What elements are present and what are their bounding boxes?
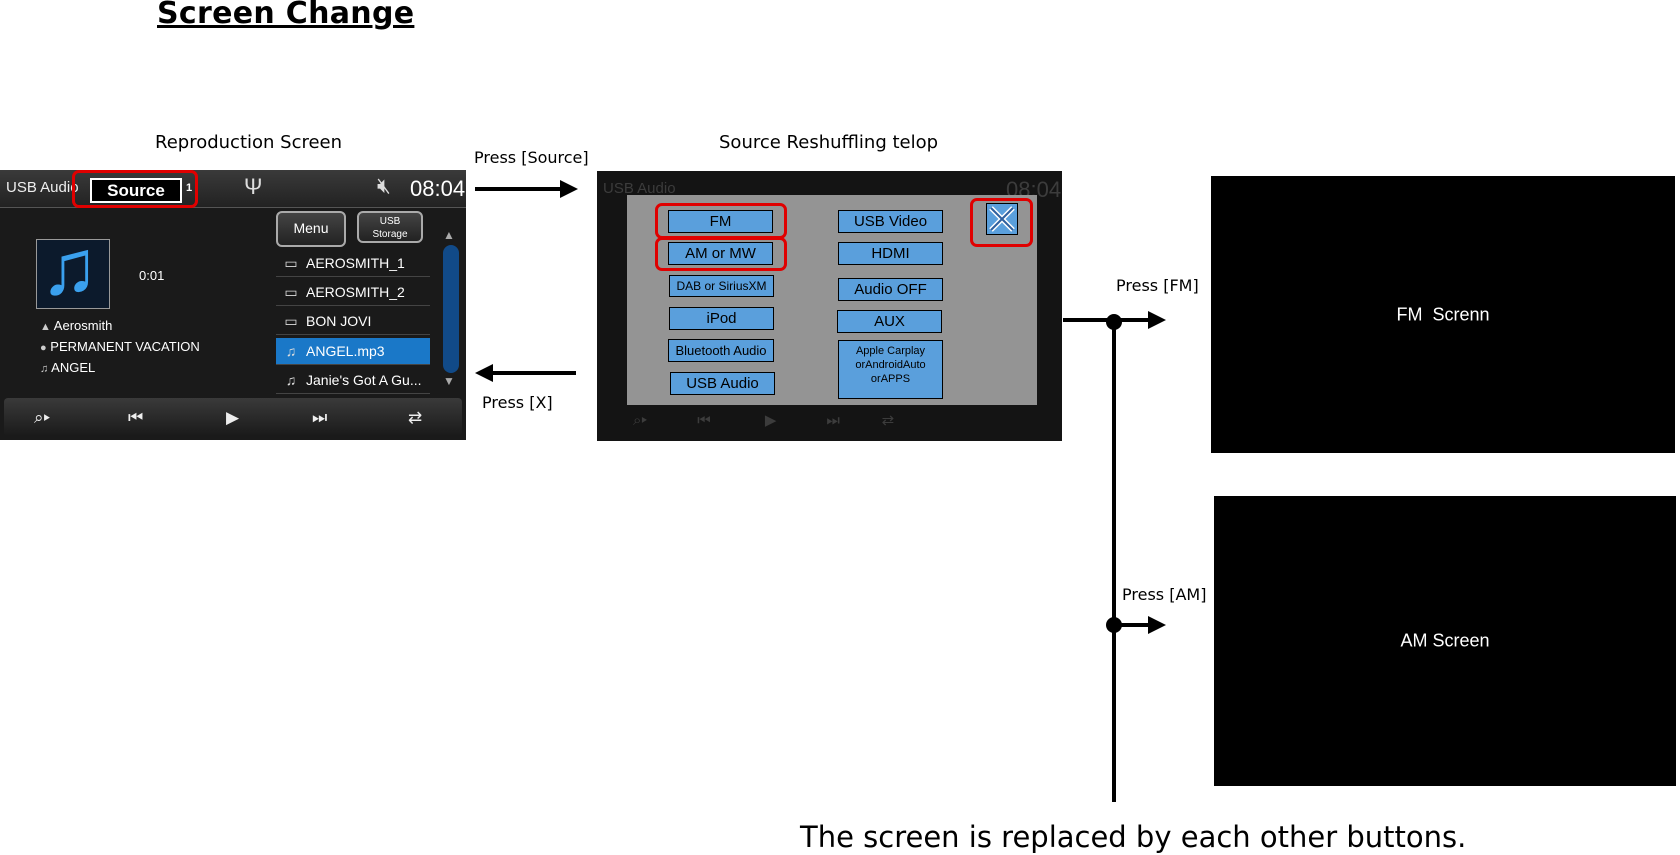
- control-bar: [4, 398, 462, 436]
- fm-screen-label: FM Screnn: [1396, 304, 1490, 324]
- apple-carplay-button[interactable]: Apple Carplay orAndroidAuto orAPPS: [838, 340, 943, 399]
- repeat-icon[interactable]: ⇄: [408, 408, 423, 427]
- ghost-controls: ⌕▸ ⏮︎ ▶ ⏭︎ ⇄: [633, 412, 895, 429]
- audio-off-button[interactable]: Audio OFF: [838, 278, 943, 301]
- play-icon[interactable]: ▶: [226, 408, 240, 427]
- disc-icon: ●: [40, 342, 47, 354]
- bluetooth-audio-button[interactable]: Bluetooth Audio: [668, 339, 774, 362]
- folder-icon: ▭: [284, 313, 298, 329]
- fm-button[interactable]: FM: [668, 210, 773, 233]
- list-item-label: AEROSMITH_2: [306, 284, 405, 300]
- apple-line3: orAPPS: [870, 373, 911, 385]
- artist-row: ▲ Aerosmith: [40, 318, 112, 333]
- list-item[interactable]: ▭ AEROSMITH_1: [276, 250, 430, 277]
- clock: 08:04: [410, 176, 466, 201]
- dab-siriusxm-button[interactable]: DAB or SiriusXM: [669, 275, 774, 297]
- next-track-icon[interactable]: ⏭︎: [312, 408, 328, 427]
- list-item[interactable]: ♫ Janie's Got A Gu...: [276, 367, 430, 394]
- music-note-icon: ♫: [285, 372, 297, 388]
- source-number: 1: [186, 182, 193, 194]
- scroll-up-icon[interactable]: ▲: [443, 228, 455, 242]
- music-note-small-icon: ♫: [40, 363, 49, 375]
- usb-storage-line1: USB: [379, 216, 401, 227]
- music-note-icon: ♫: [285, 343, 297, 359]
- mute-icon: 🔇︎: [377, 173, 391, 198]
- label-press-am: Press [AM]: [1122, 585, 1207, 604]
- source-button[interactable]: Source: [90, 178, 182, 203]
- arrow-head-right: [560, 180, 578, 198]
- am-screen-label: AM Screen: [1400, 630, 1490, 651]
- am-highlight: [655, 237, 787, 271]
- list-item[interactable]: ▭ AEROSMITH_2: [276, 279, 430, 306]
- list-item-label: BON JOVI: [306, 313, 372, 329]
- track-row: ♫ ANGEL: [40, 360, 95, 375]
- arrow-head-am: [1148, 616, 1166, 634]
- apple-line2: orAndroidAuto: [855, 359, 926, 371]
- apple-line1: Apple Carplay: [855, 345, 926, 357]
- folder-icon: ▭: [284, 255, 298, 271]
- album-row: ● PERMANENT VACATION: [40, 339, 200, 354]
- usb-icon: Ψ: [244, 174, 263, 199]
- aux-button[interactable]: AUX: [837, 310, 942, 333]
- ipod-button[interactable]: iPod: [669, 307, 774, 330]
- fm-highlight: [655, 203, 787, 239]
- close-button[interactable]: [986, 203, 1018, 235]
- usb-video-button[interactable]: USB Video: [838, 210, 943, 233]
- caption-reproduction: Reproduction Screen: [155, 132, 343, 153]
- label-press-source: Press [Source]: [474, 148, 589, 167]
- person-icon: ▲: [40, 321, 51, 333]
- music-note-icon: ♫: [40, 223, 99, 311]
- arrow-head-fm: [1148, 311, 1166, 329]
- reproduction-screen: USB Audio Source 1 Ψ 🔇︎ 08:04 ♫ 0:01 ▲ A…: [0, 170, 466, 440]
- ghost-usb-label: USB Audio: [603, 180, 676, 197]
- hdmi-button[interactable]: HDMI: [838, 242, 943, 265]
- usb-audio-button[interactable]: USB Audio: [670, 372, 775, 395]
- am-mw-button[interactable]: AM or MW: [668, 242, 773, 265]
- list-item-selected[interactable]: ♫ ANGEL.mp3: [276, 338, 430, 365]
- junction-dot-fm: [1106, 314, 1122, 330]
- arrow-head-left: [475, 364, 493, 382]
- bottom-note: The screen is replaced by each other but…: [800, 820, 1467, 854]
- search-icon[interactable]: ⌕▸: [34, 408, 51, 427]
- close-highlight: [970, 198, 1033, 247]
- scrollbar[interactable]: [443, 245, 459, 373]
- source-highlight: [72, 170, 198, 208]
- artist-name: Aerosmith: [53, 318, 113, 333]
- usb-storage-line2: Storage: [372, 229, 408, 240]
- scroll-down-icon[interactable]: ▼: [443, 374, 455, 388]
- elapsed-time: 0:01: [139, 268, 165, 283]
- list-item-label: AEROSMITH_1: [306, 255, 405, 271]
- previous-track-icon[interactable]: ⏮︎: [128, 408, 144, 427]
- list-item-label: ANGEL.mp3: [306, 343, 385, 359]
- list-item[interactable]: ▭ BON JOVI: [276, 308, 430, 335]
- label-press-fm: Press [FM]: [1116, 276, 1199, 295]
- page-title: Screen Change: [157, 0, 415, 31]
- source-telop-screen: USB Audio 08:04 ⌕▸ ⏮︎ ▶ ⏭︎ ⇄ FM AM or MW…: [597, 171, 1062, 441]
- close-icon: [989, 206, 1015, 232]
- folder-icon: ▭: [284, 284, 298, 300]
- usb-audio-label: USB Audio: [6, 179, 79, 196]
- junction-dot-am: [1106, 617, 1122, 633]
- fm-screen: FM Screnn: [1211, 176, 1675, 453]
- track-name: ANGEL: [51, 360, 96, 375]
- usb-storage-button[interactable]: USB Storage: [357, 211, 423, 243]
- am-screen: AM Screen: [1214, 496, 1676, 786]
- album-art: [36, 239, 110, 309]
- list-item-label: Janie's Got A Gu...: [306, 372, 422, 388]
- menu-button[interactable]: Menu: [276, 211, 346, 247]
- album-name: PERMANENT VACATION: [50, 339, 200, 354]
- caption-telop: Source Reshuffling telop: [719, 132, 939, 153]
- label-press-x: Press [X]: [482, 393, 553, 412]
